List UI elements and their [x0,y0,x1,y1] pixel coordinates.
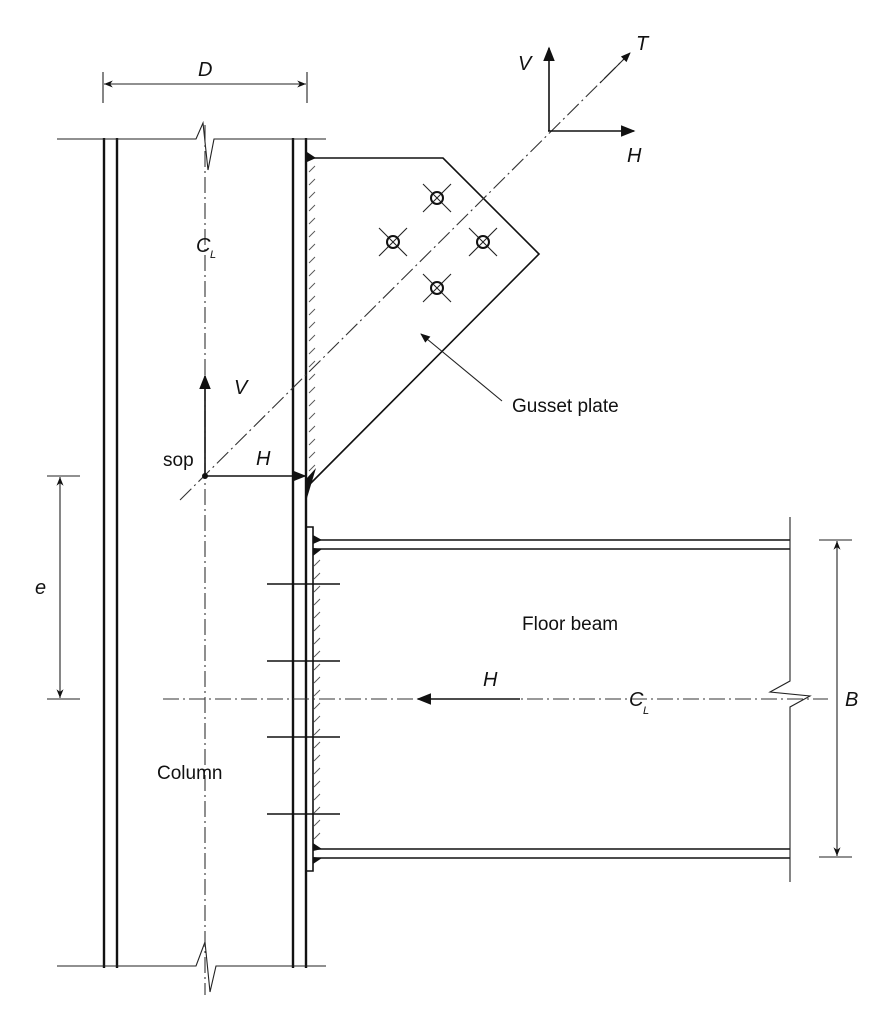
floor-beam-label: Floor beam [522,614,618,635]
weld-hatch-mark [308,360,316,368]
dimension-B [819,539,852,858]
weld-hatch-mark [313,819,321,827]
force-T-arrow [599,52,631,84]
weld-hatch-mark [308,451,316,459]
weld-hatch-mark [308,347,316,355]
force-T-label: T [636,33,650,55]
sop-label: sop [163,450,194,471]
force-V-sop-label: V [234,377,249,399]
column-centerline-label: C [196,235,211,257]
gusset-plate-label: Gusset plate [512,396,619,417]
weld-hatch-mark [313,637,321,645]
gusset-weld-bottom [307,468,316,498]
weld-hatch-mark [313,611,321,619]
dim-e-label: e [35,577,46,599]
weld-hatch-mark [313,663,321,671]
weld-hatch-mark [308,386,316,394]
force-H-top-label: H [627,145,642,167]
weld-hatch-mark [313,689,321,697]
beam-centerline-label: C [629,689,644,711]
weld-hatch-mark [313,741,321,749]
column-top-break-line [57,120,326,171]
weld-hatch-mark [313,598,321,606]
force-H-beam-label: H [483,669,498,691]
beam-weld-top-2 [313,548,322,556]
weld-hatch-mark [308,165,316,173]
weld-hatch-mark [313,624,321,632]
weld-hatch-mark [308,464,316,472]
weld-hatch-mark [308,321,316,329]
weld-hatch-mark [313,715,321,723]
dim-D-label: D [198,59,212,81]
beam-weld-bottom-2 [313,857,322,864]
weld-hatch-mark [313,832,321,840]
weld-hatch-mark [308,256,316,264]
weld-hatch-mark [313,806,321,814]
beam-weld-bottom-1 [313,843,322,851]
column [57,120,326,995]
bolt [468,227,498,257]
force-V-top-label: V [518,53,533,75]
weld-hatch-mark [313,728,321,736]
weld-hatch-mark [313,572,321,580]
weld-hatch-mark [308,282,316,290]
weld-hatch-mark [308,204,316,212]
bolt-group [378,183,498,303]
weld-hatch-mark [313,650,321,658]
weld-hatch-mark [313,702,321,710]
weld-hatch-mark [308,178,316,186]
dimension-e [47,475,80,700]
beam-break-line [768,517,812,882]
column-label: Column [157,763,222,784]
weld-hatch-mark [308,295,316,303]
beam-weld-top-1 [313,535,322,544]
weld-hatch-mark [308,412,316,420]
bolt [422,183,452,213]
weld-hatch-mark [308,243,316,251]
weld-hatch-mark [308,269,316,277]
gusset-plate [307,152,541,498]
bolt [378,227,408,257]
force-H-sop-label: H [256,448,271,470]
column-centerline-subscript: L [210,249,216,261]
gusset-plate-outline [307,157,541,487]
weld-hatch-mark [313,793,321,801]
weld-hatch-mark [313,754,321,762]
weld-hatching [308,165,321,840]
brace-centerline [179,54,629,501]
column-bottom-break-line [57,941,326,993]
stiffener-ticks [267,583,340,815]
gusset-plate-leader [420,333,503,402]
beam-centerline-subscript: L [643,705,649,717]
weld-hatch-mark [308,230,316,238]
weld-hatch-mark [308,217,316,225]
weld-hatch-mark [313,780,321,788]
gusset-weld-top [307,152,316,162]
bolt [422,273,452,303]
weld-hatch-mark [308,334,316,342]
weld-hatch-mark [308,191,316,199]
weld-hatch-mark [308,438,316,446]
dimension-D [102,72,308,103]
dim-B-label: B [845,689,858,711]
weld-hatch-mark [313,585,321,593]
weld-hatch-mark [308,373,316,381]
weld-hatch-mark [308,425,316,433]
weld-hatch-mark [313,559,321,567]
weld-hatch-mark [313,767,321,775]
weld-hatch-mark [308,399,316,407]
weld-hatch-mark [308,308,316,316]
weld-hatch-mark [313,676,321,684]
